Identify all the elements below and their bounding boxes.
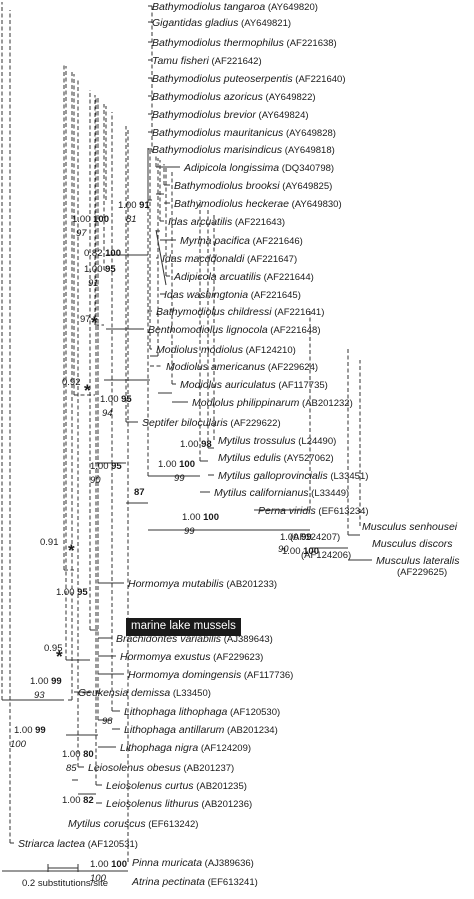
support-value: 1.00 99 (30, 676, 62, 687)
taxon-label: Musculus discors (372, 538, 453, 550)
support-value: 0.82 100 (84, 248, 121, 259)
support-value: 1.00 95 (90, 461, 122, 472)
taxon-label: Modiolus americanus (AF229624) (166, 361, 318, 373)
taxon-label: Bathymodiolus azoricus (AY649822) (152, 91, 316, 103)
ml-support-value: 81 (126, 214, 137, 225)
taxon-label: Idas washingtonia (AF221645) (164, 289, 301, 301)
taxon-label: Septifer bilocularis (AF229622) (142, 417, 281, 429)
ml-support-value: 98 (102, 716, 113, 727)
taxon-label: Hormomya mutabilis (AB201233) (128, 578, 277, 590)
taxon-label: Hormomya exustus (AF229623) (120, 651, 263, 663)
support-value: 0.95 (44, 643, 63, 654)
support-values: 1.00 91 81 1.00 100 97 0.82 100 1.00 95 91 97 0.… (10, 200, 319, 884)
taxon-label: Modiolus auriculatus (AF117735) (180, 379, 328, 391)
support-value: 87 (134, 487, 145, 498)
star-marker: * (91, 313, 98, 332)
support-value: 1.00 91 (118, 200, 150, 211)
taxon-label: Modiolus modiolus (AF124210) (156, 344, 296, 356)
taxon-label: Lithophaga antillarum (AB201234) (124, 724, 278, 736)
support-value: 97 (80, 314, 91, 325)
support-value: 1.00 82 (62, 795, 94, 806)
taxon-label: Mytilus coruscus (EF613242) (68, 818, 198, 830)
taxon-label: Tamu fisheri (AF221642) (152, 55, 262, 67)
taxon-label: Mytilus edulis (AY527062) (218, 452, 334, 464)
taxon-label: Gigantidas gladius (AY649821) (152, 17, 291, 29)
ml-support-value: 90 (278, 544, 289, 555)
accession-label: (AF124206) (301, 550, 351, 561)
taxon-label: Bathymodiolus brooksi (AY649825) (174, 180, 332, 192)
taxon-label: Benthomodiolus lignocola (AF221648) (148, 324, 320, 336)
taxon-label: Bathymodiolus heckerae (AY649830) (174, 198, 342, 210)
taxon-label: Brachidontes variabilis (AJ389643) (116, 633, 273, 645)
accession-label: (AF124207) (290, 532, 340, 543)
support-value: 1.00 95 (84, 264, 116, 275)
support-value: 1.00 100 (182, 512, 219, 523)
taxon-label: Mytilus trossulus (L24490) (218, 435, 336, 447)
support-value: 1.00 98 (180, 439, 212, 450)
taxon-label: Myrina pacifica (AF221646) (180, 235, 303, 247)
taxon-label: Leiosolenus obesus (AB201237) (88, 762, 234, 774)
branch (155, 229, 167, 286)
star-marker: * (56, 647, 63, 666)
taxon-label: Bathymodiolus puteoserpentis (AF221640) (152, 73, 345, 85)
support-value: 1.00 100 (158, 459, 195, 470)
taxon-label: Bathymodiolus thermophilus (AF221638) (152, 37, 337, 49)
tip-labels: Bathymodiolus tangaroa (AY649820) Giganti… (18, 1, 460, 888)
taxon-label: Leiosolenus curtus (AB201235) (106, 780, 247, 792)
ml-support-value: 100 (90, 873, 107, 884)
support-value: 1.00 99 (280, 532, 312, 543)
taxon-label: Adipicola arcuatilis (AF221644) (173, 271, 314, 283)
taxon-label: Modiolus philippinarum (AB201232) (192, 397, 353, 409)
support-value: 0.92 (62, 377, 81, 388)
taxon-label: Perna viridis (EF613234) (258, 505, 369, 517)
taxon-label: Geukensia demissa (L33450) (78, 687, 211, 699)
taxon-label: Atrina pectinata (EF613241) (131, 876, 258, 888)
taxon-label: Lithophaga lithophaga (AF120530) (124, 706, 280, 718)
taxon-label: Striarca lactea (AF120531) (18, 838, 138, 850)
star-marker: * (68, 541, 75, 560)
taxon-label: Lithophaga nigra (AF124209) (120, 742, 251, 754)
taxon-label: Musculus lateralis (376, 555, 460, 567)
ml-support-value: 99 (184, 526, 195, 537)
taxon-label: Musculus senhousei (362, 521, 458, 533)
ml-support-value: 100 (10, 739, 27, 750)
ml-support-value: 99 (174, 473, 185, 484)
support-value: 0.91 (40, 537, 59, 548)
ml-support-value: 90 (90, 475, 101, 486)
support-value: 1.00 95 (100, 394, 132, 405)
taxon-label: Mytilus californianus (L33449) (214, 487, 349, 499)
accession-label: (AF229625) (397, 567, 447, 578)
taxon-label: Bathymodiolus mauritanicus (AY649828) (152, 127, 336, 139)
support-value: 1.00 95 (56, 587, 88, 598)
ml-support-value: 91 (88, 278, 99, 289)
taxon-label: Hormomya domingensis (AF117736) (128, 669, 293, 681)
ml-support-value: 85 (66, 763, 77, 774)
support-value: 1.00 100 (90, 859, 127, 870)
scale-bar-label: 0.2 substitutions/site (22, 878, 109, 889)
taxon-label: Adipicola longissima (DQ340798) (183, 162, 334, 174)
support-value: 1.00 80 (62, 749, 94, 760)
taxon-label: Pinna muricata (AJ389636) (132, 857, 254, 869)
marine-lake-mussels-label: marine lake mussels (126, 618, 241, 636)
taxon-label: Idas arcuatilis (AF221643) (168, 216, 285, 228)
support-value: 1.00 100 (72, 214, 109, 225)
star-marker: * (84, 381, 91, 400)
taxon-label: Bathymodiolus brevior (AY649824) (152, 109, 309, 121)
taxon-label: Idas macddonaldi (AF221647) (162, 253, 297, 265)
taxon-label: Bathymodiolus childressi (AF221641) (156, 306, 324, 318)
taxon-label: Bathymodiolus marisindicus (AY649818) (152, 144, 335, 156)
support-value: 1.00 99 (14, 725, 46, 736)
taxon-label: Mytilus galloprovincialis (L33451) (218, 470, 368, 482)
ml-support-value: 94 (102, 408, 113, 419)
support-value: 1.00 100 (282, 546, 319, 557)
ml-support-value: 97 (76, 228, 87, 239)
taxon-label: Leiosolenus lithurus (AB201236) (106, 798, 252, 810)
taxon-label: Bathymodiolus tangaroa (AY649820) (152, 1, 318, 13)
ml-support-value: 93 (34, 690, 45, 701)
